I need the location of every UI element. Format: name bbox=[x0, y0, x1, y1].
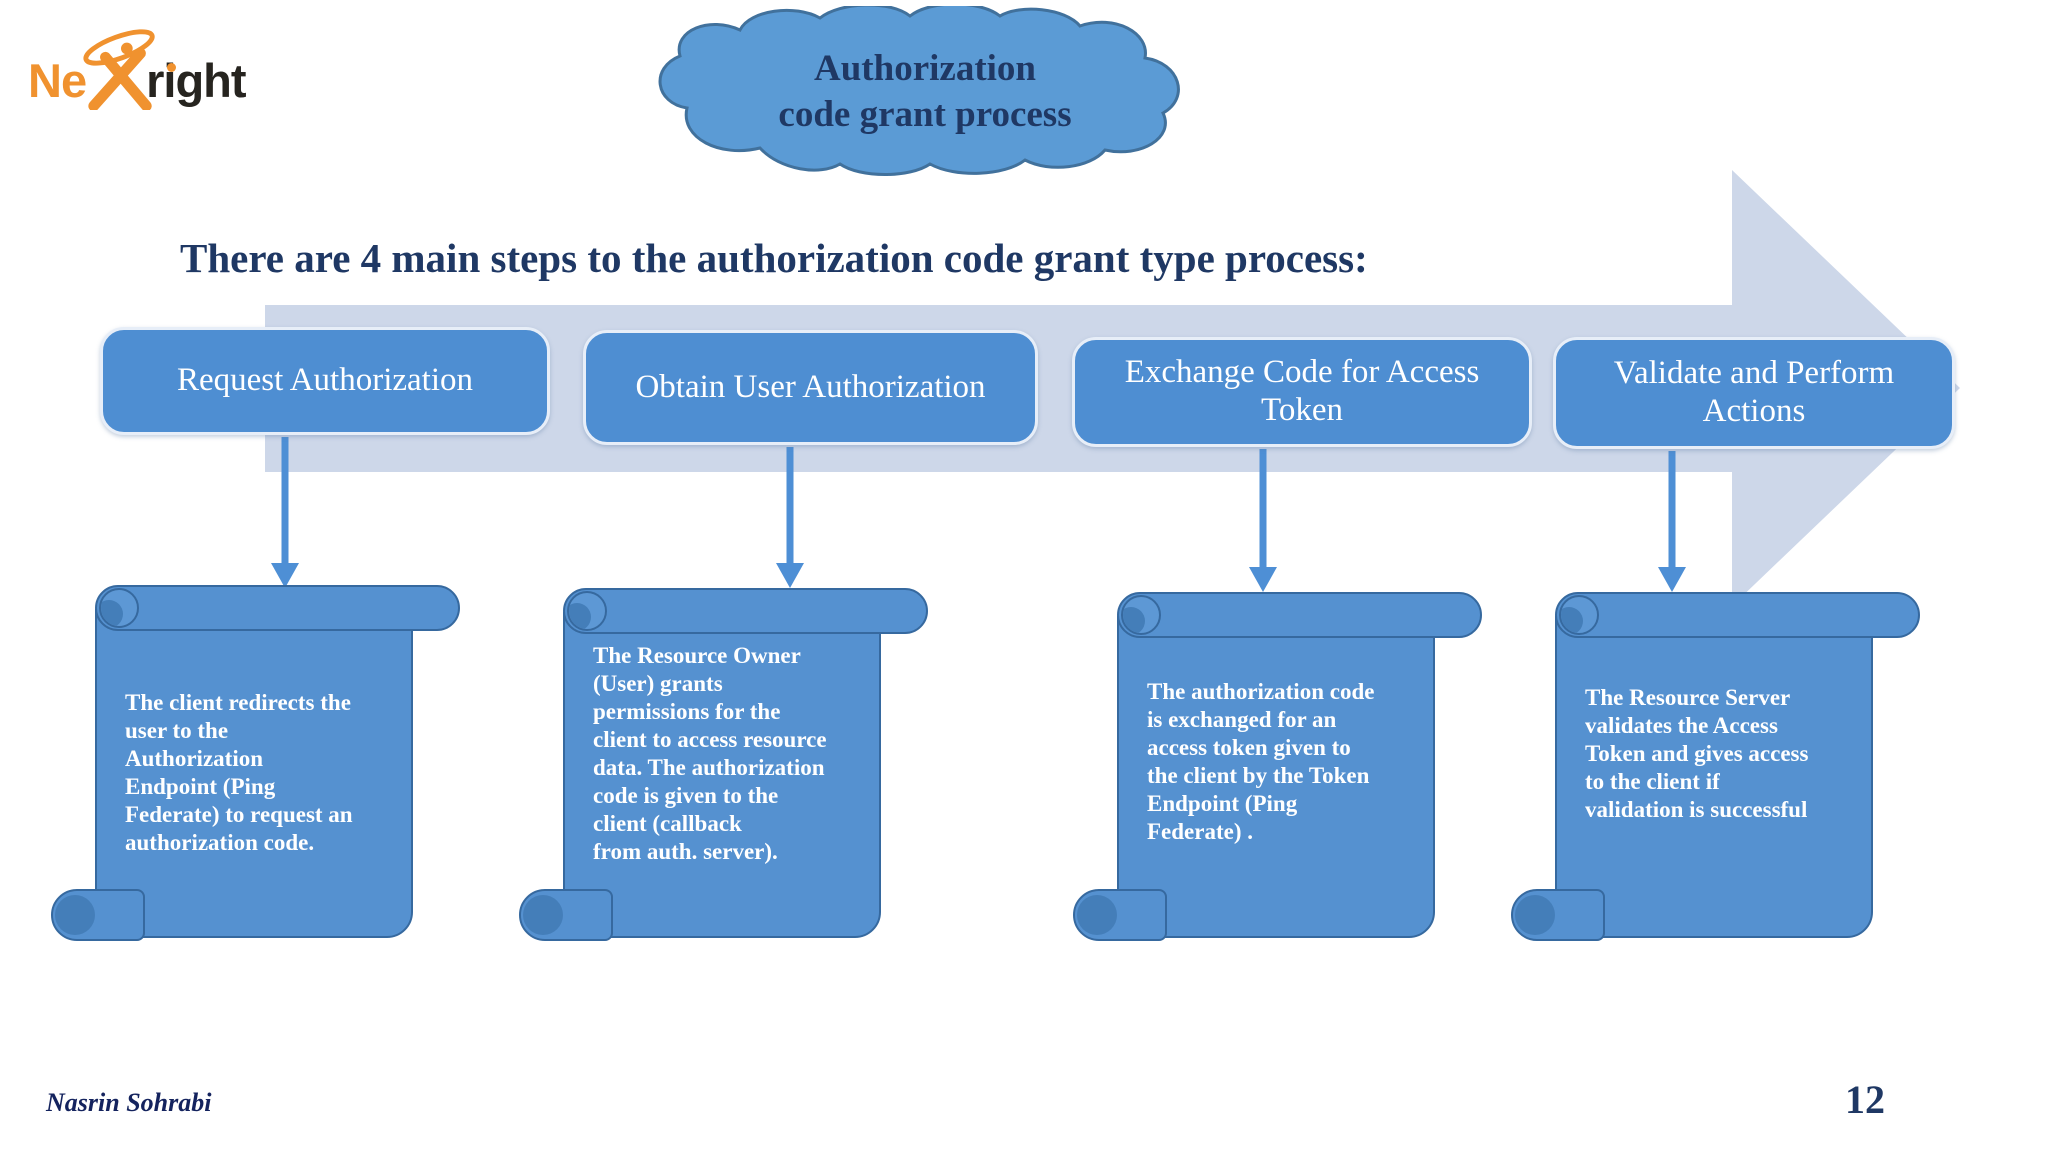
scroll-body: The Resource Server validates the Access… bbox=[1555, 616, 1873, 938]
down-arrow-4 bbox=[1658, 451, 1686, 592]
step-box-validate-actions: Validate and Perform Actions bbox=[1553, 337, 1955, 449]
scroll-bottom-curl-icon bbox=[519, 889, 613, 941]
heading-text: There are 4 main steps to the authorizat… bbox=[180, 235, 1368, 281]
step-label: Exchange Code for Access Token bbox=[1124, 354, 1480, 428]
arrow-stem bbox=[1668, 451, 1676, 569]
step-description: The Resource Owner (User) grants permiss… bbox=[593, 643, 827, 864]
scroll-top-roll bbox=[1117, 592, 1482, 638]
arrow-head-icon bbox=[776, 563, 804, 588]
step-description: The authorization code is exchanged for … bbox=[1147, 679, 1375, 844]
author-name: Nasrin Sohrabi bbox=[46, 1088, 212, 1117]
scroll-step-1: The client redirects the user to the Aut… bbox=[51, 585, 460, 941]
down-arrow-3 bbox=[1249, 449, 1277, 592]
slide-title: Authorization code grant process bbox=[778, 47, 1072, 135]
scroll-bottom-curl-icon bbox=[1073, 889, 1167, 941]
arrow-stem bbox=[786, 447, 794, 565]
step-label: Validate and Perform Actions bbox=[1613, 355, 1895, 429]
logo-text-ne: Ne bbox=[28, 54, 87, 107]
scroll-top-roll bbox=[95, 585, 460, 631]
arrow-stem bbox=[281, 437, 289, 565]
scroll-top-curl-icon bbox=[99, 588, 139, 628]
scroll-bottom-curl-icon bbox=[1511, 889, 1605, 941]
scroll-top-curl-icon bbox=[1121, 595, 1161, 635]
scroll-top-curl-icon bbox=[567, 591, 607, 631]
logo-i-dot bbox=[167, 63, 177, 72]
step-label: Obtain User Authorization bbox=[635, 368, 986, 405]
arrow-head-icon bbox=[1658, 567, 1686, 592]
scroll-body: The client redirects the user to the Aut… bbox=[95, 609, 413, 938]
step-box-obtain-user-authorization: Obtain User Authorization bbox=[583, 330, 1038, 445]
logo-text-right: right bbox=[146, 54, 246, 107]
scroll-step-3: The authorization code is exchanged for … bbox=[1073, 592, 1482, 941]
arrow-head-icon bbox=[271, 563, 299, 588]
step-description: The client redirects the user to the Aut… bbox=[125, 690, 353, 855]
scroll-top-roll bbox=[1555, 592, 1920, 638]
scroll-top-roll bbox=[563, 588, 928, 634]
step-description: The Resource Server validates the Access… bbox=[1585, 685, 1809, 822]
scroll-bottom-curl-icon bbox=[51, 889, 145, 941]
down-arrow-2 bbox=[776, 447, 804, 588]
step-box-request-authorization: Request Authorization bbox=[100, 327, 550, 435]
step-box-exchange-code: Exchange Code for Access Token bbox=[1072, 337, 1532, 447]
down-arrow-1 bbox=[271, 437, 299, 588]
scroll-top-curl-icon bbox=[1559, 595, 1599, 635]
scroll-step-2: The Resource Owner (User) grants permiss… bbox=[519, 588, 928, 941]
logo-x-figure-icon bbox=[83, 29, 155, 110]
scroll-body: The Resource Owner (User) grants permiss… bbox=[563, 612, 881, 938]
nexright-logo: Ne right bbox=[28, 16, 247, 110]
title-cloud-shape bbox=[658, 6, 1180, 176]
step-label: Request Authorization bbox=[176, 362, 474, 399]
arrow-stem bbox=[1259, 449, 1267, 569]
page-number: 12 bbox=[1845, 1077, 1885, 1122]
scroll-body: The authorization code is exchanged for … bbox=[1117, 616, 1435, 938]
scroll-step-4: The Resource Server validates the Access… bbox=[1511, 592, 1920, 941]
arrow-head-icon bbox=[1249, 567, 1277, 592]
